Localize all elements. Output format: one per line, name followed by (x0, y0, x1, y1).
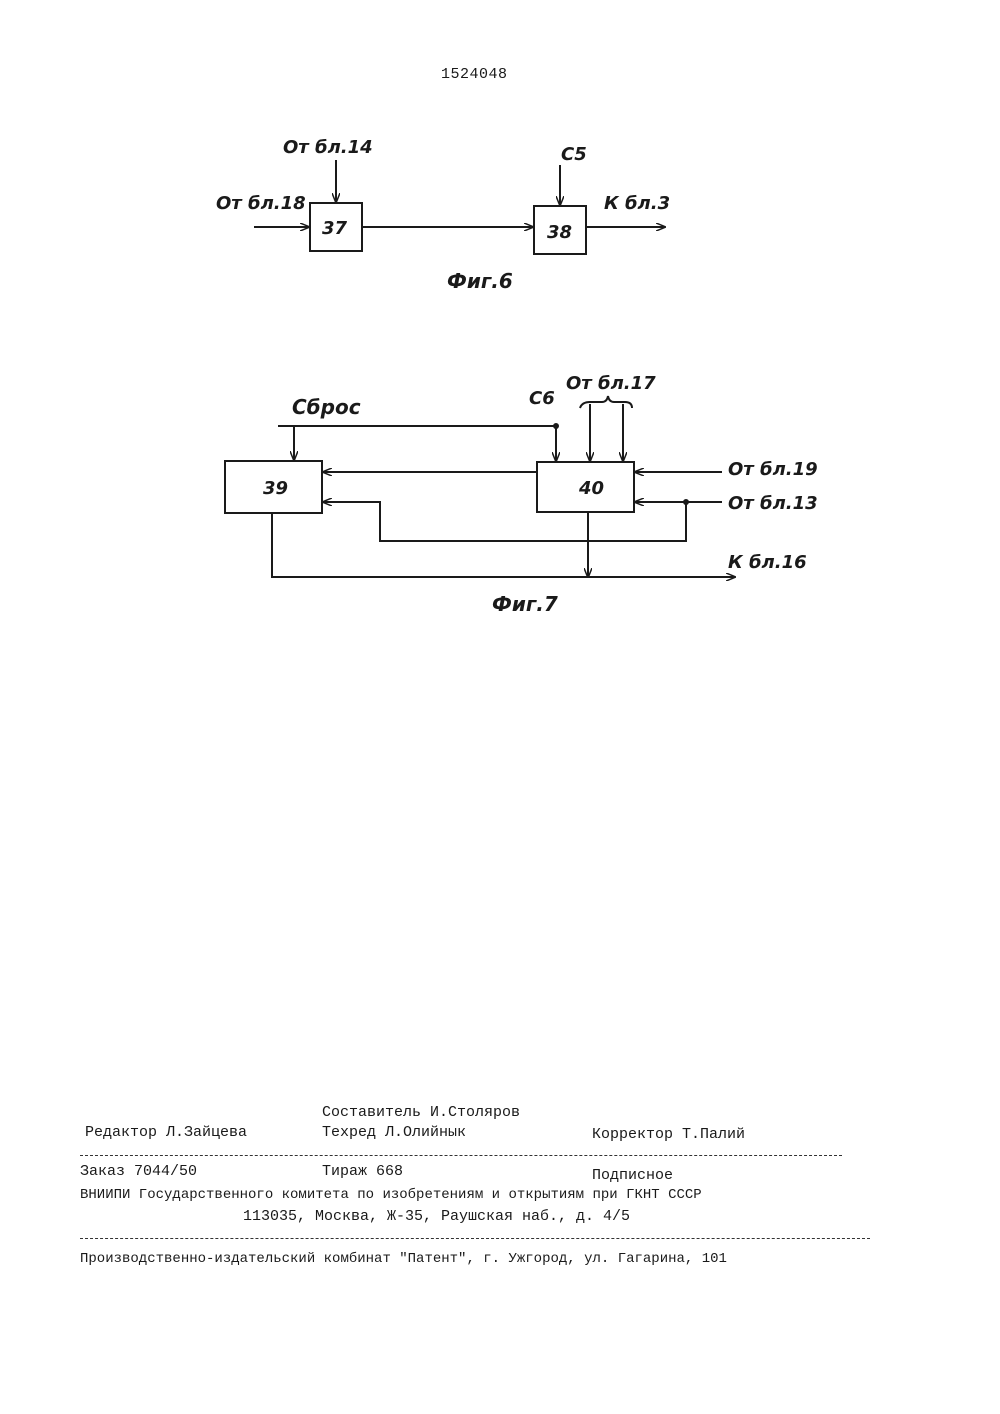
block-13-to-block-39 (323, 502, 686, 541)
label-clock-c5: C5 (561, 144, 587, 165)
label-to-block-3: К бл.3 (604, 193, 670, 214)
figure-6-caption: Фиг.6 (447, 269, 513, 293)
output-to-block-16 (272, 514, 735, 577)
separator-rule-2 (80, 1238, 870, 1239)
tech-editor: Техред Л.Олийнык (322, 1124, 466, 1141)
figure-7-diagram (225, 396, 735, 577)
label-from-block-17: От бл.17 (566, 373, 656, 394)
order-number: Заказ 7044/50 (80, 1163, 197, 1180)
subscription: Подписное (592, 1167, 673, 1184)
label-to-block-16: К бл.16 (728, 552, 807, 573)
institute: ВНИИПИ Государственного комитета по изоб… (80, 1187, 702, 1203)
junction-block-13 (683, 499, 689, 505)
separator-rule-1 (80, 1155, 842, 1156)
label-from-block-14: От бл.14 (283, 137, 373, 158)
figures-svg: 37 38 От бл.14 От бл.18 C5 К бл.3 Фиг.6 (0, 0, 1000, 700)
compiler: Составитель И.Столяров (322, 1104, 520, 1121)
label-from-block-18: От бл.18 (216, 193, 306, 214)
figure-7-caption: Фиг.7 (492, 592, 558, 616)
block-38-label: 38 (547, 222, 572, 243)
publisher: Производственно-издательский комбинат "П… (80, 1251, 727, 1267)
circulation: Тираж 668 (322, 1163, 403, 1180)
block-40-label: 40 (578, 478, 604, 499)
label-from-block-19: От бл.19 (728, 459, 818, 480)
brace-from-block-17 (580, 396, 632, 408)
label-from-block-13: От бл.13 (728, 493, 818, 514)
editor: Редактор Л.Зайцева (85, 1124, 247, 1141)
corrector: Корректор Т.Палий (592, 1126, 745, 1143)
label-clock-c6: C6 (529, 388, 555, 409)
junction-reset (553, 423, 559, 429)
block-39-label: 39 (263, 478, 288, 499)
address: 113035, Москва, Ж-35, Раушская наб., д. … (243, 1208, 630, 1225)
label-reset: Сброс (292, 395, 361, 419)
block-37-label: 37 (322, 218, 348, 239)
